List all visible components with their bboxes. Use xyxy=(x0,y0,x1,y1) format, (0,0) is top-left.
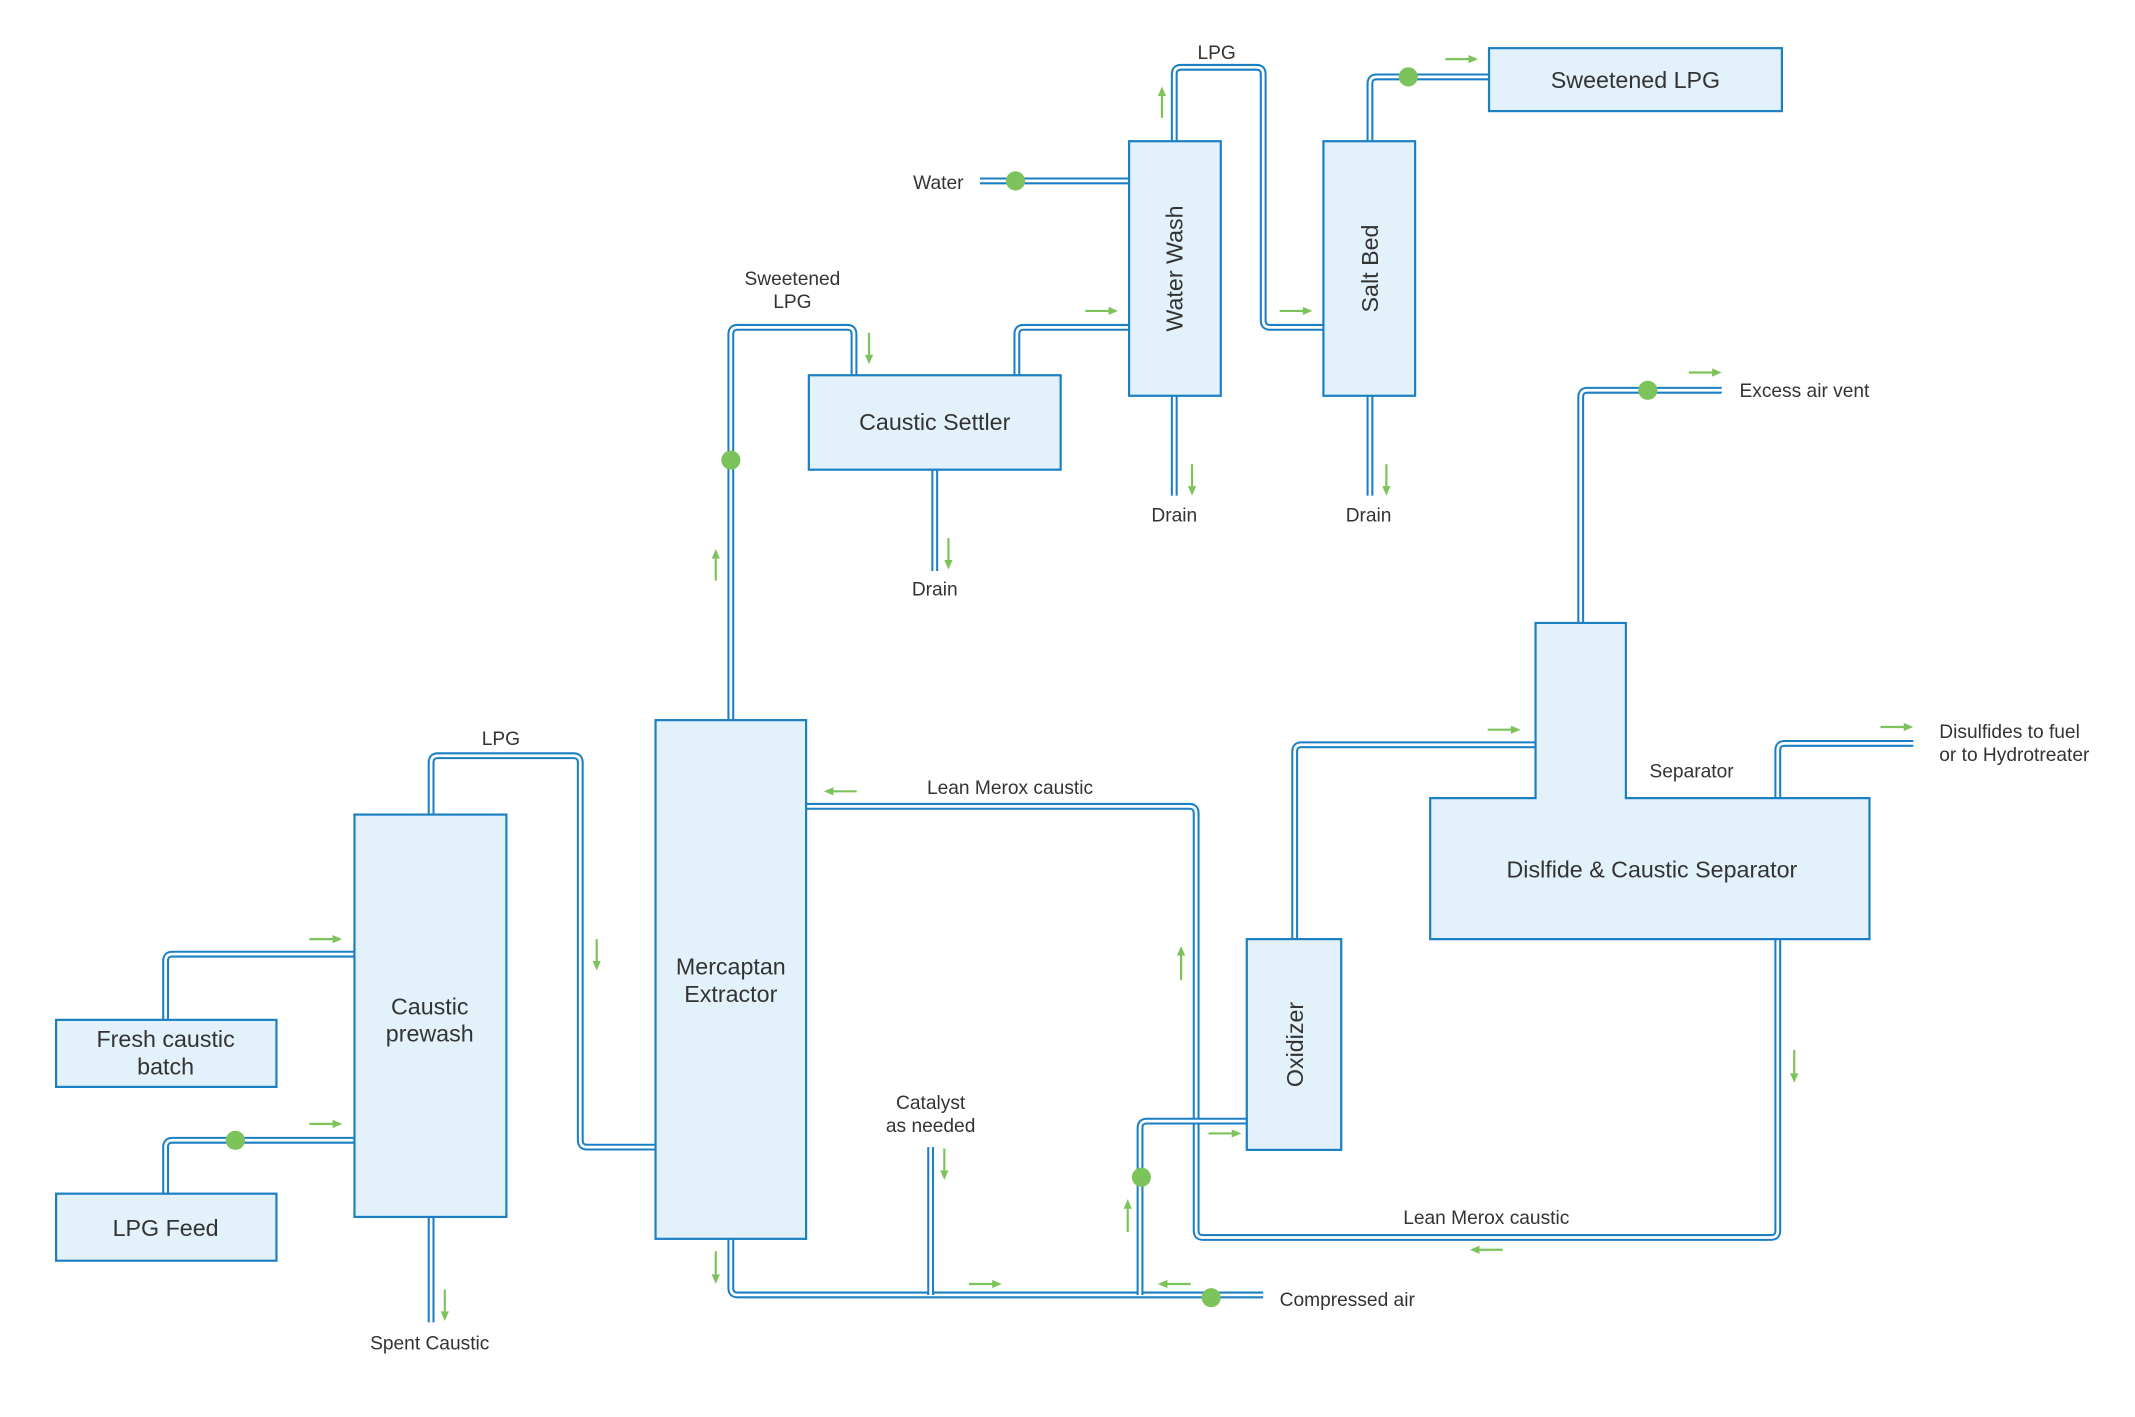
unit-label: Water Wash xyxy=(1161,205,1187,331)
arrow-right-icon xyxy=(1085,306,1119,316)
unit-label: Sweetened LPG xyxy=(1551,67,1720,93)
valve-water[interactable] xyxy=(1005,171,1026,191)
arrow-right-icon xyxy=(1688,368,1722,377)
arrow-down-icon xyxy=(940,1148,949,1180)
label-catalyst-line2: as needed xyxy=(886,1116,975,1137)
unit-sweetened-lpg[interactable]: Sweetened LPG xyxy=(1487,47,1783,113)
pipe-sweetened-lpg xyxy=(727,323,858,721)
label-separator: Separator xyxy=(1650,762,1735,783)
unit-label: Caustic Settler xyxy=(859,409,1010,435)
label-lean-merox-top: Lean Merox caustic xyxy=(927,778,1094,799)
label-drain-salt-bed: Drain xyxy=(1346,506,1392,527)
unit-disulfide-caustic-separator[interactable]: Dislfide & Caustic Separator xyxy=(1429,621,1871,941)
valve-sweetened-lpg-product[interactable] xyxy=(1398,67,1418,87)
pipe-salt-bed-product xyxy=(1366,73,1490,142)
unit-label: Salt Bed xyxy=(1357,225,1383,313)
arrow-right-icon xyxy=(1279,306,1313,316)
label-drain-water-wash: Drain xyxy=(1151,506,1197,527)
label-lpg-top: LPG xyxy=(1198,43,1236,64)
arrow-right-icon xyxy=(1880,722,1914,732)
arrow-up-icon xyxy=(711,549,720,581)
pipe-settler-water-wash xyxy=(1013,323,1130,376)
arrow-down-icon xyxy=(864,332,874,365)
label-sweetened-lpg-line2: LPG xyxy=(773,292,811,313)
valve-lpg-feed[interactable] xyxy=(225,1130,245,1150)
arrow-down-icon xyxy=(711,1251,720,1284)
valve-excess-air[interactable] xyxy=(1638,380,1658,400)
pipe-fresh-caustic xyxy=(162,950,355,1020)
arrow-right-icon xyxy=(309,1119,343,1128)
pipe-prewash-lpg xyxy=(427,752,656,1151)
flow-arrows xyxy=(309,54,1914,1321)
arrow-left-icon xyxy=(1469,1245,1503,1254)
label-excess-air-vent: Excess air vent xyxy=(1739,381,1870,402)
label-lean-merox-bottom: Lean Merox caustic xyxy=(1403,1208,1570,1229)
label-spent-caustic: Spent Caustic xyxy=(370,1334,490,1355)
valve-oxidizer-feed[interactable] xyxy=(1131,1167,1151,1187)
unit-fresh-caustic-batch[interactable]: Fresh caustic batch xyxy=(55,1018,278,1089)
unit-label: Oxidizer xyxy=(1282,1002,1308,1088)
pipe-extractor-bottom xyxy=(727,1238,1264,1299)
unit-water-wash[interactable]: Water Wash xyxy=(1127,140,1222,397)
arrow-down-icon xyxy=(592,939,601,971)
valve-compressed-air[interactable] xyxy=(1201,1288,1221,1308)
arrow-right-icon xyxy=(968,1279,1002,1289)
pipe-lean-merox-top xyxy=(806,802,1782,1241)
unit-oxidizer[interactable]: Oxidizer xyxy=(1245,938,1343,1151)
unit-label: Caustic xyxy=(391,993,469,1019)
arrow-right-icon xyxy=(1445,54,1479,64)
arrow-down-icon xyxy=(1382,464,1391,496)
label-water: Water xyxy=(913,173,964,194)
arrow-down-icon xyxy=(944,538,953,570)
unit-label: Extractor xyxy=(684,981,777,1007)
pipe-lpg-top xyxy=(1170,63,1324,331)
valves xyxy=(225,67,1658,1308)
label-catalyst-line1: Catalyst xyxy=(896,1093,966,1114)
pipe-lpg-feed xyxy=(162,1136,355,1194)
label-sweetened-lpg-line1: Sweetened xyxy=(744,269,840,290)
label-disulfides-line2: or to Hydrotreater xyxy=(1939,745,2090,766)
unit-label: Dislfide & Caustic Separator xyxy=(1507,857,1798,883)
unit-label: Fresh caustic xyxy=(96,1026,235,1052)
arrow-down-icon xyxy=(1187,464,1197,496)
pipe-excess-air xyxy=(1577,386,1722,623)
unit-caustic-prewash[interactable]: Caustic prewash xyxy=(353,813,508,1219)
arrow-left-icon xyxy=(1157,1279,1191,1289)
pipe-disulfides xyxy=(1774,739,1914,799)
unit-label: LPG Feed xyxy=(113,1215,219,1241)
unit-label: Mercaptan xyxy=(676,954,786,980)
arrow-up-icon xyxy=(1123,1199,1132,1232)
unit-salt-bed[interactable]: Salt Bed xyxy=(1322,140,1417,397)
arrow-right-icon xyxy=(1487,725,1521,734)
arrow-up-icon xyxy=(1157,86,1167,118)
unit-lpg-feed[interactable]: LPG Feed xyxy=(55,1192,278,1262)
arrow-right-icon xyxy=(309,935,343,944)
pipes xyxy=(162,63,1914,1323)
label-disulfides-line1: Disulfides to fuel xyxy=(1939,722,2080,743)
unit-mercaptan-extractor[interactable]: Mercaptan Extractor xyxy=(654,719,808,1240)
unit-label: batch xyxy=(137,1054,194,1080)
units: Fresh caustic batch LPG Feed Caustic pre… xyxy=(55,47,1871,1262)
valve-sweetened-lpg[interactable] xyxy=(721,450,741,470)
unit-caustic-settler[interactable]: Caustic Settler xyxy=(807,374,1062,471)
stream-labels: LPG Spent Caustic Sweetened LPG Drain Wa… xyxy=(370,43,2090,1355)
arrow-up-icon xyxy=(1176,945,1186,981)
label-lpg-prewash: LPG xyxy=(482,729,520,750)
arrow-down-icon xyxy=(1790,1049,1799,1083)
label-compressed-air: Compressed air xyxy=(1280,1290,1416,1311)
unit-label: prewash xyxy=(386,1021,474,1047)
label-drain-settler: Drain xyxy=(912,580,958,601)
pipe-oxidizer-feed xyxy=(1136,1117,1247,1295)
pipe-oxidizer-separator xyxy=(1291,741,1536,940)
arrow-left-icon xyxy=(823,787,857,796)
arrow-down-icon xyxy=(440,1289,449,1321)
arrow-right-icon xyxy=(1208,1129,1242,1138)
